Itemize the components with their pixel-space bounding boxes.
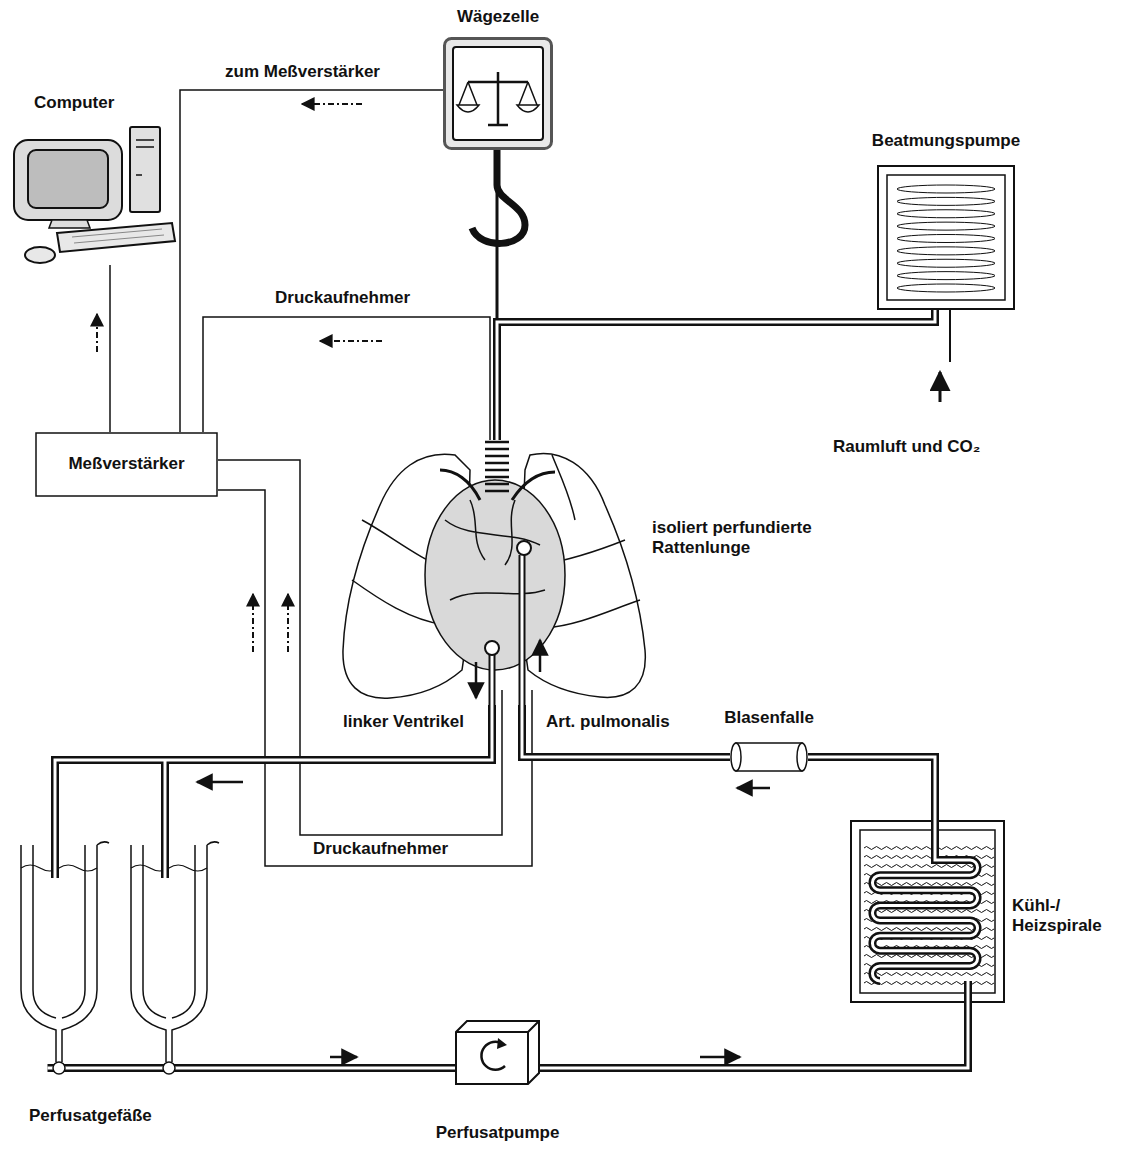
node-label: isoliert perfundierte Rattenlunge bbox=[652, 518, 862, 559]
connector-line bbox=[808, 757, 935, 820]
amplifier-box: Meßverstärker bbox=[35, 432, 218, 497]
computer-icon-shape bbox=[12, 125, 177, 265]
ventilation-pump-shape bbox=[877, 165, 1015, 310]
perfusate-pump-shape bbox=[455, 1020, 540, 1085]
node-label: Beatmungspumpe bbox=[872, 131, 1020, 151]
wire-connector bbox=[203, 317, 490, 440]
cooling-heating-coil: Kühl-/ Heizspirale bbox=[850, 820, 1005, 1003]
cooling-heating-coil-shape bbox=[850, 820, 1005, 1003]
tube-connector bbox=[540, 1003, 968, 1068]
perfusate-vessels-shape bbox=[15, 840, 220, 1076]
connector-line bbox=[522, 705, 730, 757]
connector-line bbox=[808, 757, 935, 820]
connector-line bbox=[55, 705, 492, 840]
load-cell: Wägezelle bbox=[443, 37, 553, 150]
wire-connector bbox=[180, 90, 443, 432]
node-label: Perfusatpumpe bbox=[436, 1123, 560, 1143]
connector-line bbox=[522, 705, 730, 757]
connector-line bbox=[220, 1064, 455, 1072]
tube-connector bbox=[522, 705, 730, 757]
hook bbox=[472, 150, 525, 243]
connector-line bbox=[55, 705, 492, 840]
computer-icon: Computer bbox=[12, 125, 177, 265]
connector-line bbox=[180, 90, 443, 432]
edge-label: Druckaufnehmer bbox=[310, 839, 451, 859]
perfusate-vessels: Perfusatgefäße bbox=[15, 840, 220, 1076]
tube-connector bbox=[220, 1068, 455, 1069]
connector-line bbox=[109, 265, 111, 432]
connector-line bbox=[203, 317, 490, 440]
cannula bbox=[485, 541, 532, 705]
signal-arrow bbox=[97, 104, 382, 652]
rat-lung-shape bbox=[340, 440, 650, 705]
edge-label: zum Meßverstärker bbox=[222, 62, 383, 82]
tube-connector bbox=[497, 310, 935, 440]
node-label: Perfusatgefäße bbox=[29, 1106, 152, 1126]
node-label: Kühl-/ Heizspirale bbox=[1012, 896, 1124, 937]
load-cell-shape bbox=[443, 37, 553, 150]
connector-line bbox=[497, 310, 935, 440]
bubble-trap: Blasenfalle bbox=[730, 742, 808, 772]
node-label: Wägezelle bbox=[457, 7, 539, 27]
flow-arrow bbox=[197, 372, 940, 1057]
connector-line bbox=[497, 310, 935, 440]
tube-connector bbox=[808, 757, 935, 820]
node-label: Meßverstärker bbox=[68, 454, 184, 474]
node-label: Blasenfalle bbox=[724, 708, 814, 728]
wire-connector bbox=[110, 265, 111, 432]
tube-connector bbox=[55, 705, 492, 840]
part-label: Raumluft und CO₂ bbox=[830, 437, 983, 457]
trachea bbox=[485, 442, 509, 491]
node-label: Computer bbox=[34, 93, 114, 113]
rat-lung: isoliert perfundierte Rattenlunge bbox=[340, 440, 650, 705]
ventilation-pump: Beatmungspumpe bbox=[877, 165, 1015, 310]
connector-line bbox=[220, 1067, 455, 1070]
edge-label: Druckaufnehmer bbox=[272, 288, 413, 308]
bubble-trap-shape bbox=[730, 742, 808, 772]
connector-line bbox=[540, 1003, 968, 1068]
part-label: Art. pulmonalis bbox=[543, 712, 673, 732]
part-label: linker Ventrikel bbox=[340, 712, 467, 732]
air-inlet bbox=[949, 310, 951, 362]
perfusate-pump: Perfusatpumpe bbox=[455, 1020, 540, 1085]
connector-line bbox=[540, 1003, 968, 1068]
